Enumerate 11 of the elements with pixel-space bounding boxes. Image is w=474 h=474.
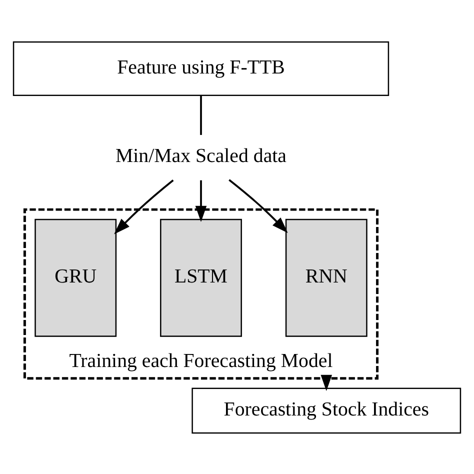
node-text: Min/Max Scaled data [116, 144, 286, 167]
arrow [228, 178, 288, 233]
arrow [114, 179, 174, 234]
node-box: Feature using F-TTB [12, 40, 390, 96]
node-box: LSTM [160, 218, 242, 336]
node-box: RNN [285, 218, 368, 336]
arrow [320, 374, 332, 391]
node-box: GRU [34, 218, 117, 336]
arrow [195, 180, 207, 222]
connector [200, 95, 202, 134]
node-box: Forecasting Stock Indices [192, 387, 462, 434]
